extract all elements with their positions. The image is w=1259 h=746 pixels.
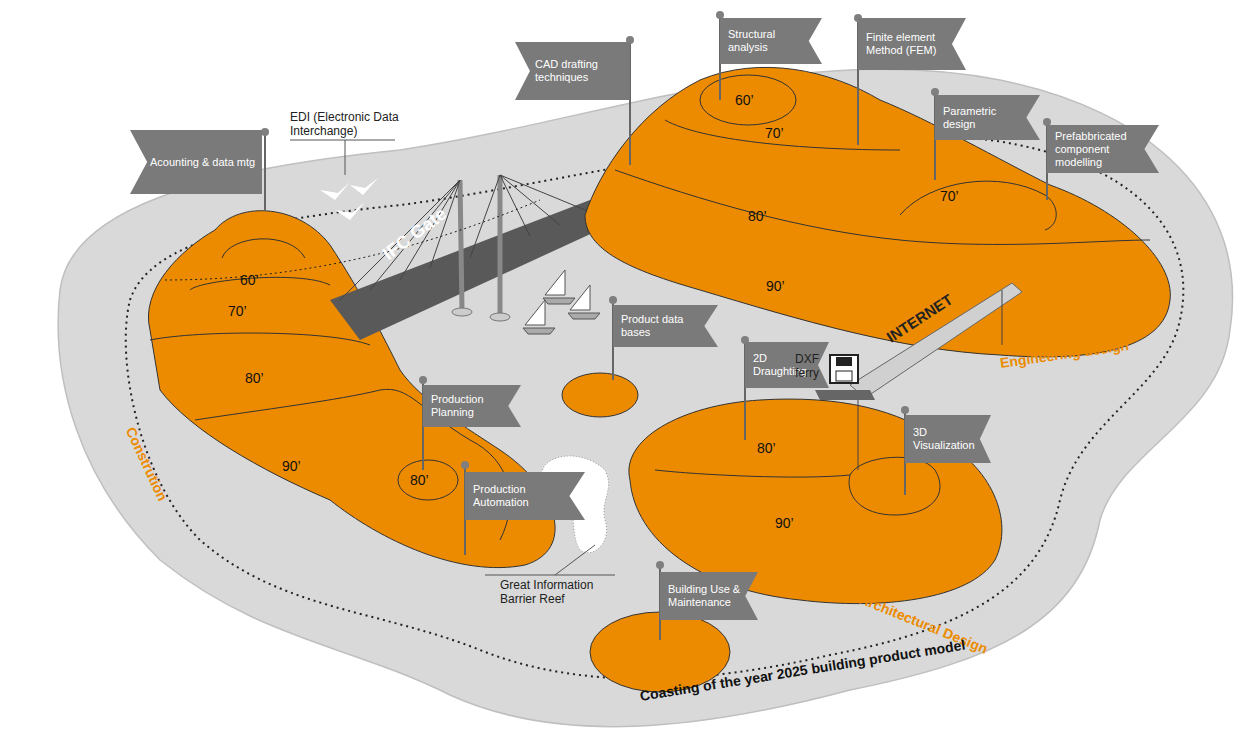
callout-text: DXF ferry [795,352,835,380]
contour-number: 60’ [240,272,259,288]
flag-text: Structural analysis [728,28,806,54]
contour-number: 80’ [748,208,767,224]
flag-text: Building Use & Maintenance [668,583,742,609]
flag-text: Production Planning [431,393,505,419]
flag-banner: Building Use & Maintenance [660,572,758,620]
flag-banner: Production Automation [465,472,585,520]
leader-line [555,545,595,575]
flag-text: Production Automation [473,483,569,509]
contour-number: 90’ [282,458,301,474]
flag-text: Product data bases [621,313,702,339]
flag-banner: CAD drafting techniques [515,42,630,100]
engineering-island [585,67,1170,356]
flag-banner: Structural analysis [720,18,822,64]
contour-number: 80’ [757,440,776,456]
internet-bridge [850,283,1022,470]
flag-text: Finite element Method (FEM) [866,31,950,57]
flag-banner: 3D Visualization [905,415,991,463]
flag-banner: Production Planning [423,385,521,427]
callout-text: Great Information Barrier Reef [500,578,630,606]
leader-line [345,140,346,175]
leader-line [485,575,615,576]
contour-number: 70’ [940,188,959,204]
flag-text: Prefabbricated component modelling [1055,130,1143,169]
flag-text: CAD drafting techniques [535,58,624,84]
flag-banner: Finite element Method (FEM) [858,18,966,70]
flag-text: Parametric design [943,105,1024,131]
leader-line [290,140,395,141]
contour-number: 90’ [766,278,785,294]
birds [320,178,378,220]
flag-text: Acounting & data mtg [150,156,255,169]
flag-banner: Parametric design [935,95,1040,140]
contour-number: 80’ [410,472,429,488]
callout-text: EDI (Electronic Data Interchange) [290,110,440,138]
flag-banner: Product data bases [613,305,718,347]
island [562,373,638,417]
ifc-bridge [165,175,610,340]
flag-text: 3D Visualization [913,426,975,452]
flag-banner: Prefabbricated component modelling [1047,125,1159,173]
contour-number: 70’ [228,303,247,319]
sailboats [523,270,600,334]
contour-number: 80’ [245,370,264,386]
contour-number: 90’ [775,515,794,531]
contour-number: 60’ [735,92,754,108]
flag-pins [261,11,1051,569]
contour-number: 70’ [765,125,784,141]
flag-poles [265,15,1047,640]
flag-banner: Acounting & data mtg [130,130,262,194]
